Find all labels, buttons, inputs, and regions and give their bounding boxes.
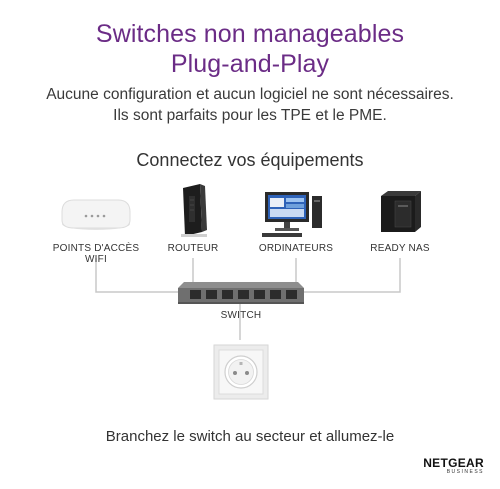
device-label-nas: READY NAS <box>370 243 430 254</box>
brand-logo: NETGEAR BUSINESS <box>423 456 484 475</box>
device-label-router: ROUTEUR <box>167 243 219 254</box>
connection-lines <box>95 258 401 340</box>
nas-icon <box>381 191 421 232</box>
subtitle-line-1: Aucune configuration et aucun logiciel n… <box>46 86 454 103</box>
wifi-access-point-icon <box>61 199 131 230</box>
computer-icon <box>262 192 322 237</box>
device-label-wifi: POINTS D'ACCÈS WIFI <box>52 243 140 265</box>
title-line-1: Switches non manageables <box>95 20 405 48</box>
title-line-2: Plug-and-Play <box>170 50 330 78</box>
network-switch-icon <box>178 282 304 304</box>
device-label-computers: ORDINATEURS <box>258 243 334 254</box>
router-icon <box>181 184 207 237</box>
instruction-text: Branchez le switch au secteur et allumez… <box>105 428 395 445</box>
subtitle-line-2: Ils sont parfaits pour les TPE et le PME… <box>113 107 387 124</box>
diagram-heading: Connectez vos équipements <box>136 150 364 170</box>
switch-label: SWITCH <box>220 310 262 321</box>
brand-name: NETGEAR <box>423 456 484 470</box>
brand-tagline: BUSINESS <box>446 469 484 475</box>
power-outlet-icon <box>213 344 269 400</box>
